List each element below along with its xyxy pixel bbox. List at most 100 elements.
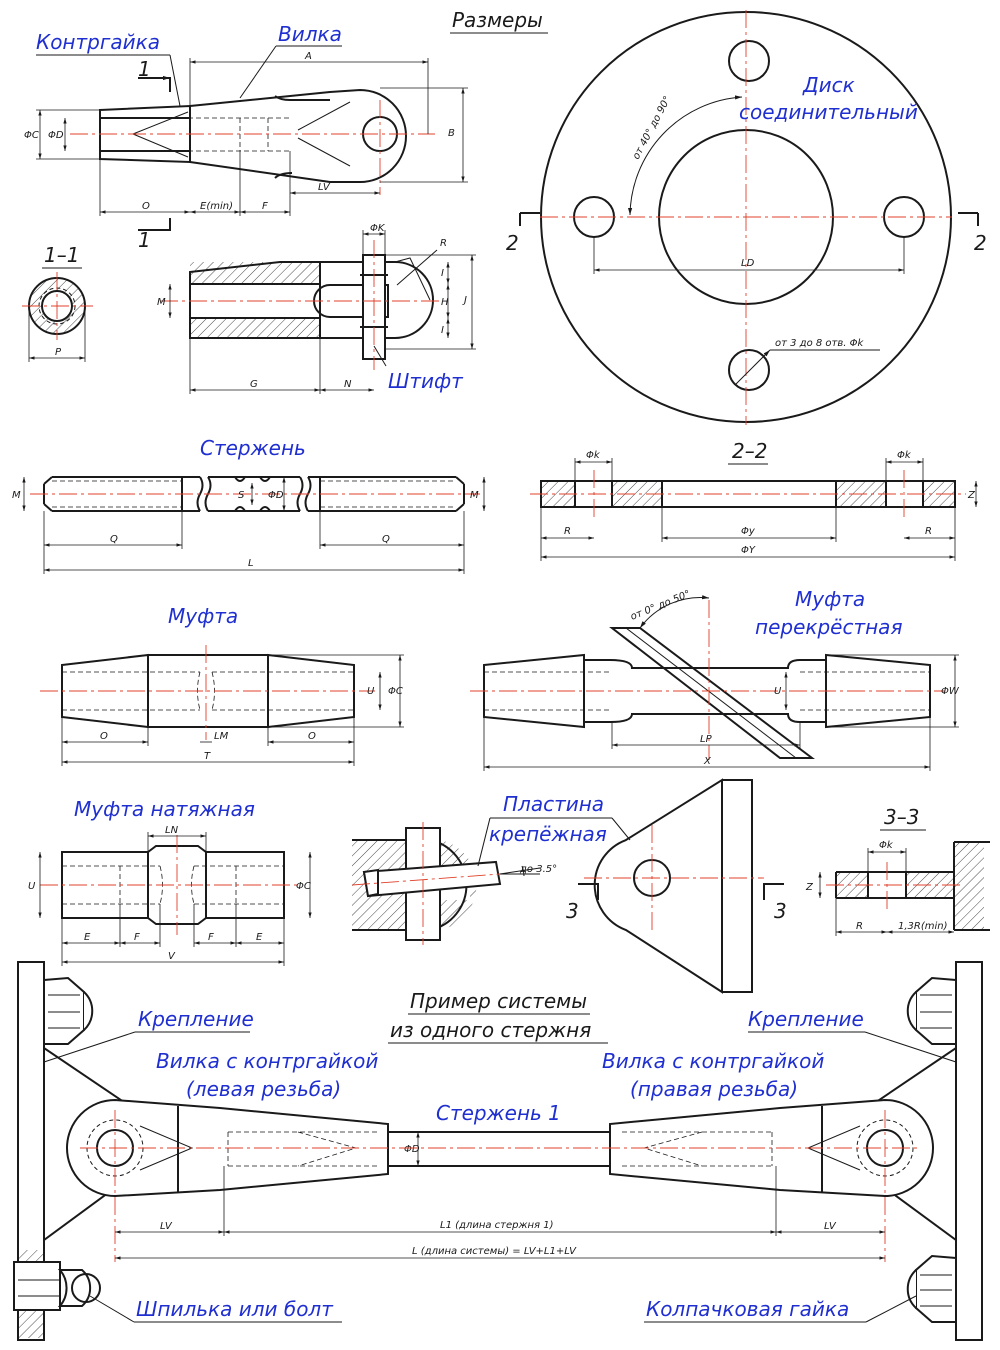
dim-LV: LV [318, 182, 331, 193]
dim-P: P [55, 347, 62, 358]
coupling-view: Муфта U ΦC O O LM T [40, 604, 404, 766]
dim-S: S [238, 490, 245, 501]
dim-T: T [204, 751, 211, 762]
dim-LM: LM [214, 731, 229, 742]
dim-F-right: F [208, 932, 214, 943]
fork-view: A B ΦC ΦD O E(min) F LV 1 1 Контргайка В… [24, 22, 468, 252]
label-example-1: Пример системы [410, 989, 587, 1013]
dim-J: J [462, 295, 467, 306]
label-plastina-2: крепёжная [489, 822, 607, 846]
label-kreplenie-left: Крепление [138, 1007, 254, 1031]
page-title: Размеры [452, 8, 543, 32]
dim-R13: 1,3R(min) [898, 921, 948, 932]
label-plastina-1: Пластина [503, 792, 604, 816]
dim-LD: LD [741, 258, 755, 269]
dim-L-system: L (длина системы) = LV+L1+LV [412, 1246, 577, 1257]
sec1-top: 1 [138, 57, 151, 81]
sec3-right: 3 [774, 899, 787, 923]
dim-I-bot: I [441, 325, 444, 336]
label-example-2: из одного стержня [390, 1018, 591, 1042]
title-group: Размеры [450, 8, 548, 34]
dim-N: N [344, 379, 352, 390]
dim-phiC: ΦC [24, 130, 39, 141]
label-vilka: Вилка [278, 22, 342, 46]
section-3-3: 3–3 Φk Z R 1,3R(min) [805, 805, 990, 936]
label-kolpach: Колпачковая гайка [646, 1297, 849, 1321]
sec1-bot: 1 [138, 228, 151, 252]
dim-LN: LN [165, 825, 179, 836]
pin-view: ΦK R I H I J M G N Штифт [157, 223, 476, 394]
label-kreplenie-right: Крепление [748, 1007, 864, 1031]
dim-Z-33: Z [805, 882, 814, 893]
label-section-3-3: 3–3 [884, 805, 919, 829]
label-vilka-right-2: (правая резьба) [630, 1077, 798, 1101]
dim-phiD-rod: ΦD [268, 490, 284, 501]
dim-U-perekr: U [774, 686, 782, 697]
dim-O-mufta-left: O [100, 731, 108, 742]
dim-B: B [448, 128, 455, 139]
label-shpilka: Шпилька или болт [136, 1297, 334, 1321]
dim-LV-left: LV [160, 1221, 173, 1232]
dim-O-mufta-right: O [308, 731, 316, 742]
dim-phiK: ΦK [370, 223, 386, 234]
label-section-2-2: 2–2 [732, 439, 767, 463]
label-sterzhen1: Стержень 1 [436, 1101, 561, 1125]
dim-V: V [168, 951, 176, 962]
dim-phiC-mufta: ΦC [388, 686, 403, 697]
dim-M-rod-right: M [470, 490, 479, 501]
dim-L-rod: L [248, 558, 254, 569]
dim-R-left: R [564, 526, 571, 537]
dim-A: A [304, 51, 312, 62]
dim-phiy: Φy [741, 526, 756, 537]
dim-phik-right: Φk [897, 450, 912, 461]
disk-view: от 40° до 90° LD от 3 до 8 отв. Φk 2 2 Д… [506, 10, 987, 425]
dim-F: F [262, 201, 268, 212]
dim-phiY: ΦY [741, 545, 756, 556]
dim-angle-0-50: от 0° до 50° [629, 589, 692, 623]
dim-phiW: ΦW [941, 686, 960, 697]
dim-I-top: I [441, 268, 444, 279]
plate-detail: до 3.5° Пластина крепёжная 3 3 [351, 778, 787, 994]
tension-coupling-view: Муфта натяжная U ΦC LN E F F E V [28, 797, 312, 966]
dim-E-left: E [84, 932, 91, 943]
dim-holes: от 3 до 8 отв. Φk [775, 338, 864, 349]
label-mufta-perekr-2: перекрёстная [755, 615, 902, 639]
label-kontrgaika: Контргайка [36, 30, 160, 54]
label-disk-2: соединительный [739, 100, 918, 124]
label-disk-1: Диск [802, 73, 855, 97]
dim-phik-left: Φk [586, 450, 601, 461]
label-sterzhen: Стержень [200, 436, 306, 460]
dim-F-left: F [134, 932, 140, 943]
dim-Emin: E(min) [200, 201, 233, 212]
dim-M-rod-left: M [12, 490, 21, 501]
cross-coupling-view: Муфта перекрёстная от 0° до 50° U ΦW LP … [470, 587, 960, 771]
dim-U-natyazh: U [28, 881, 36, 892]
dim-phiC-natyazh: ΦC [296, 881, 311, 892]
dim-L1: L1 (длина стержня 1) [440, 1220, 554, 1231]
dim-phiD: ΦD [48, 130, 64, 141]
dim-O: O [142, 201, 150, 212]
dim-Q-left: Q [110, 534, 118, 545]
dim-U-mufta: U [367, 686, 375, 697]
sec2-left: 2 [506, 231, 519, 255]
dim-X: X [703, 756, 712, 767]
dim-R: R [440, 238, 447, 249]
dim-LV-right: LV [824, 1221, 837, 1232]
label-vilka-left-2: (левая резьба) [186, 1077, 341, 1101]
section-1-1: 1–1 P [22, 243, 93, 362]
label-shtift: Штифт [388, 369, 464, 393]
label-vilka-right-1: Вилка с контргайкой [602, 1049, 824, 1073]
dim-M-shtift: M [157, 297, 166, 308]
dim-Z-22: Z [967, 490, 976, 501]
label-mufta-perekr-1: Муфта [795, 587, 865, 611]
dim-H: H [441, 297, 449, 308]
dim-R-right: R [925, 526, 932, 537]
dim-R-33: R [856, 921, 863, 932]
dim-Q-right: Q [382, 534, 390, 545]
dim-phiD-system: ΦD [404, 1144, 420, 1155]
dim-angle-40-90: от 40° до 90° [631, 94, 674, 161]
dim-LP: LP [700, 734, 713, 745]
system-example: Пример системы из одного стержня [13, 961, 983, 1341]
